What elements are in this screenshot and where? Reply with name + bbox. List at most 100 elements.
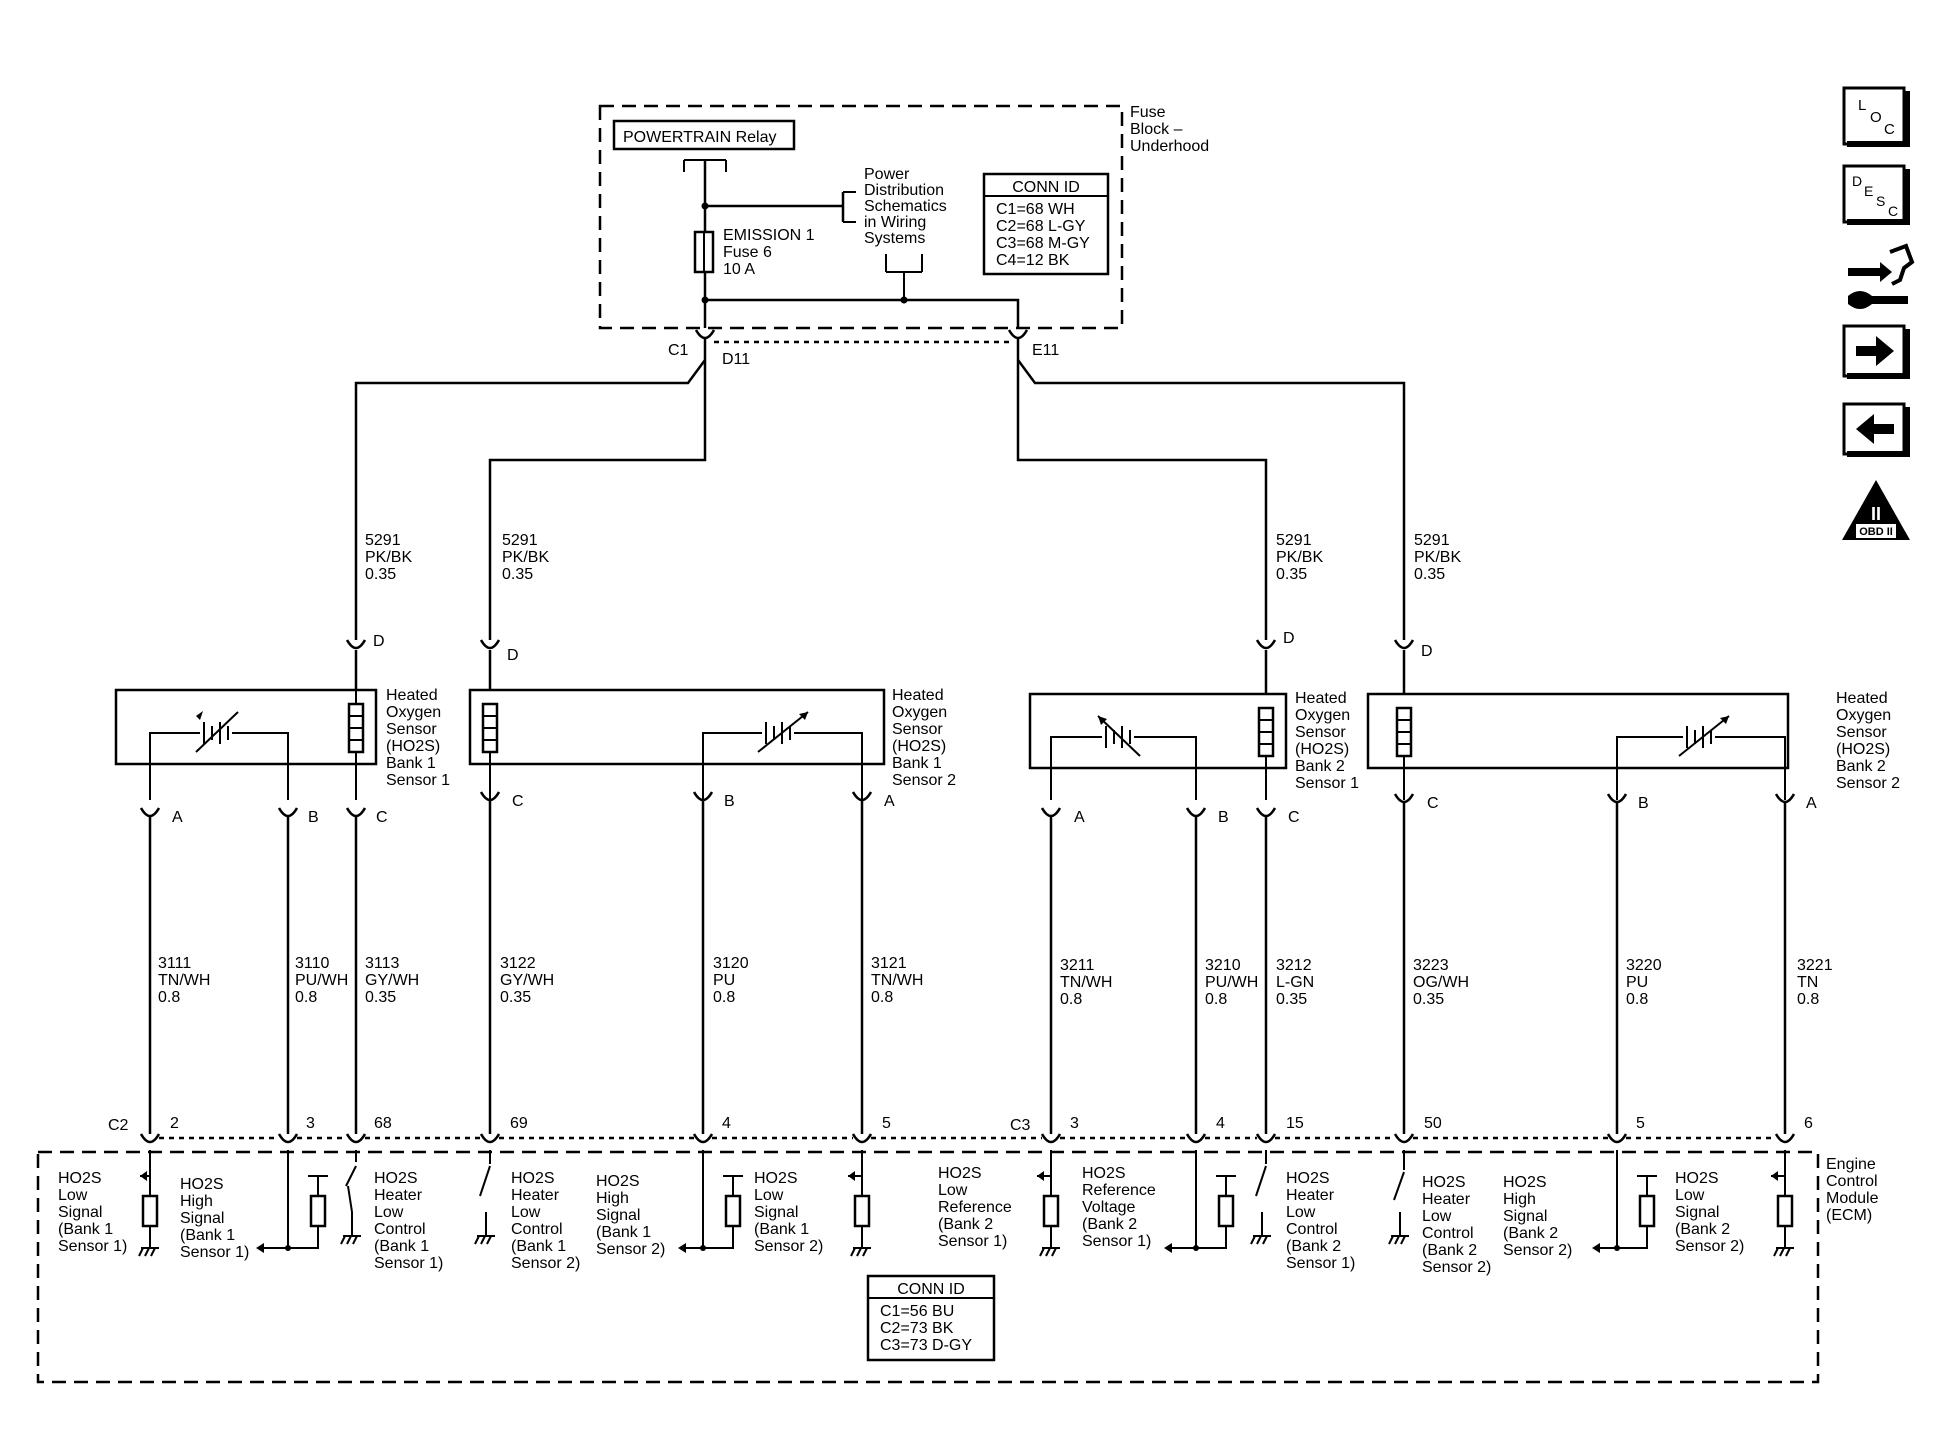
svg-text:Signal: Signal: [58, 1204, 102, 1221]
connector-repair-icon[interactable]: [1848, 243, 1915, 309]
svg-text:0.35: 0.35: [365, 566, 396, 583]
svg-text:Fuse 6: Fuse 6: [723, 244, 772, 261]
svg-text:0.8: 0.8: [871, 989, 893, 1006]
svg-text:HO2S: HO2S: [754, 1170, 798, 1187]
power-distribution-connector-icon: [885, 254, 923, 300]
svg-text:Heated: Heated: [1295, 690, 1347, 707]
svg-text:Power: Power: [864, 166, 910, 183]
svg-text:High: High: [1503, 1191, 1536, 1208]
svg-text:Heater: Heater: [1422, 1191, 1471, 1208]
svg-text:Sensor 1): Sensor 1): [180, 1244, 249, 1261]
svg-text:(ECM): (ECM): [1826, 1207, 1872, 1224]
previous-arrow-button[interactable]: [1842, 402, 1910, 457]
signal-wire-3210-label: 3210 PU/WH 0.8: [1205, 957, 1258, 1008]
description-button[interactable]: D E S C: [1842, 164, 1910, 225]
svg-text:OG/WH: OG/WH: [1413, 974, 1469, 991]
svg-text:HO2S: HO2S: [180, 1176, 224, 1193]
location-button[interactable]: L O C: [1842, 86, 1910, 147]
ecm-function-label-5: HO2S High Signal (Bank 1 Sensor 2): [596, 1173, 665, 1258]
svg-text:Bank 1: Bank 1: [386, 755, 436, 772]
svg-text:Sensor 2): Sensor 2): [596, 1241, 665, 1258]
svg-text:6: 6: [1804, 1115, 1813, 1132]
svg-text:HO2S: HO2S: [596, 1173, 640, 1190]
svg-text:5291: 5291: [365, 532, 401, 549]
fuse-bus-wire: [705, 298, 1020, 328]
svg-text:(HO2S): (HO2S): [892, 738, 946, 755]
svg-text:C4=12 BK: C4=12 BK: [996, 252, 1070, 269]
ecm-conn-id: [866, 1274, 996, 1362]
svg-text:0.8: 0.8: [1060, 991, 1082, 1008]
svg-text:Low: Low: [754, 1187, 784, 1204]
svg-text:Sensor 1: Sensor 1: [1295, 775, 1359, 792]
svg-text:Heated: Heated: [386, 687, 438, 704]
relay-contact-icon: [683, 159, 727, 208]
svg-text:Oxygen: Oxygen: [386, 704, 441, 721]
svg-text:Low: Low: [938, 1182, 968, 1199]
svg-text:C3=68 M-GY: C3=68 M-GY: [996, 235, 1090, 252]
svg-text:B: B: [1638, 795, 1649, 812]
svg-text:4: 4: [722, 1115, 731, 1132]
svg-text:PU: PU: [713, 972, 735, 989]
svg-text:3: 3: [306, 1115, 315, 1132]
svg-text:C: C: [512, 793, 524, 810]
svg-text:Heated: Heated: [892, 687, 944, 704]
svg-text:0.35: 0.35: [1413, 991, 1444, 1008]
svg-text:D: D: [1283, 630, 1295, 647]
svg-text:Heater: Heater: [1286, 1187, 1335, 1204]
svg-text:Sensor 2): Sensor 2): [1422, 1259, 1491, 1276]
svg-text:(Bank 1: (Bank 1: [754, 1221, 809, 1238]
svg-text:Module: Module: [1826, 1190, 1879, 1207]
svg-text:II: II: [1871, 504, 1881, 524]
svg-text:(Bank 2: (Bank 2: [1675, 1221, 1730, 1238]
svg-text:0.8: 0.8: [1205, 991, 1227, 1008]
next-arrow-button[interactable]: [1842, 324, 1910, 379]
svg-text:3111: 3111: [158, 955, 191, 972]
svg-text:3223: 3223: [1413, 957, 1449, 974]
svg-text:Signal: Signal: [754, 1204, 798, 1221]
svg-text:0.8: 0.8: [713, 989, 735, 1006]
svg-text:(Bank 1: (Bank 1: [511, 1238, 566, 1255]
svg-text:Fuse: Fuse: [1130, 104, 1166, 121]
svg-text:HO2S: HO2S: [511, 1170, 555, 1187]
svg-text:Heated: Heated: [1836, 690, 1888, 707]
svg-text:HO2S: HO2S: [1503, 1174, 1547, 1191]
svg-text:Heater: Heater: [511, 1187, 560, 1204]
ecm-pin-numbers: 2 3 68 69 4 5 3 4 15 50 5 6: [170, 1115, 1813, 1132]
svg-text:C: C: [1288, 809, 1300, 826]
variable-voltage-cell-icon: [1097, 715, 1141, 757]
svg-text:Signal: Signal: [596, 1207, 640, 1224]
svg-text:Sensor 2): Sensor 2): [511, 1255, 580, 1272]
ecm-function-label-11: HO2S High Signal (Bank 2 Sensor 2): [1503, 1174, 1572, 1259]
variable-voltage-cell-icon: [757, 711, 809, 753]
svg-text:L-GN: L-GN: [1276, 974, 1314, 991]
svg-text:Sensor 1): Sensor 1): [1286, 1255, 1355, 1272]
signal-wire-3220-label: 3220 PU 0.8: [1626, 957, 1662, 1008]
svg-text:3113: 3113: [365, 955, 400, 972]
obd-ii-button[interactable]: II OBD II: [1842, 480, 1910, 540]
signal-wires: [148, 800, 1787, 1134]
svg-text:A: A: [172, 809, 183, 826]
svg-text:C2=73 BK: C2=73 BK: [880, 1320, 954, 1337]
svg-text:HO2S: HO2S: [1675, 1170, 1719, 1187]
sensor-bank2-sensor1: [1028, 692, 1288, 770]
svg-text:5: 5: [1636, 1115, 1645, 1132]
svg-text:HO2S: HO2S: [1422, 1174, 1466, 1191]
svg-text:TN: TN: [1797, 974, 1818, 991]
svg-text:0.8: 0.8: [295, 989, 317, 1006]
svg-text:Sensor 2: Sensor 2: [892, 772, 956, 789]
svg-text:Sensor 1): Sensor 1): [374, 1255, 443, 1272]
svg-text:HO2S: HO2S: [374, 1170, 418, 1187]
svg-text:Signal: Signal: [180, 1210, 224, 1227]
svg-text:3210: 3210: [1205, 957, 1241, 974]
svg-text:(Bank 2: (Bank 2: [1503, 1225, 1558, 1242]
svg-text:GY/WH: GY/WH: [500, 972, 554, 989]
ecm-function-label-6: HO2S Low Signal (Bank 1 Sensor 2): [754, 1170, 823, 1255]
svg-text:Oxygen: Oxygen: [1295, 707, 1350, 724]
svg-text:C1=68 WH: C1=68 WH: [996, 201, 1075, 218]
svg-text:0.8: 0.8: [158, 989, 180, 1006]
svg-text:L: L: [1858, 97, 1866, 114]
svg-text:Sensor: Sensor: [386, 721, 437, 738]
svg-text:PU: PU: [1626, 974, 1648, 991]
svg-text:5291: 5291: [1276, 532, 1312, 549]
svg-text:Oxygen: Oxygen: [892, 704, 947, 721]
